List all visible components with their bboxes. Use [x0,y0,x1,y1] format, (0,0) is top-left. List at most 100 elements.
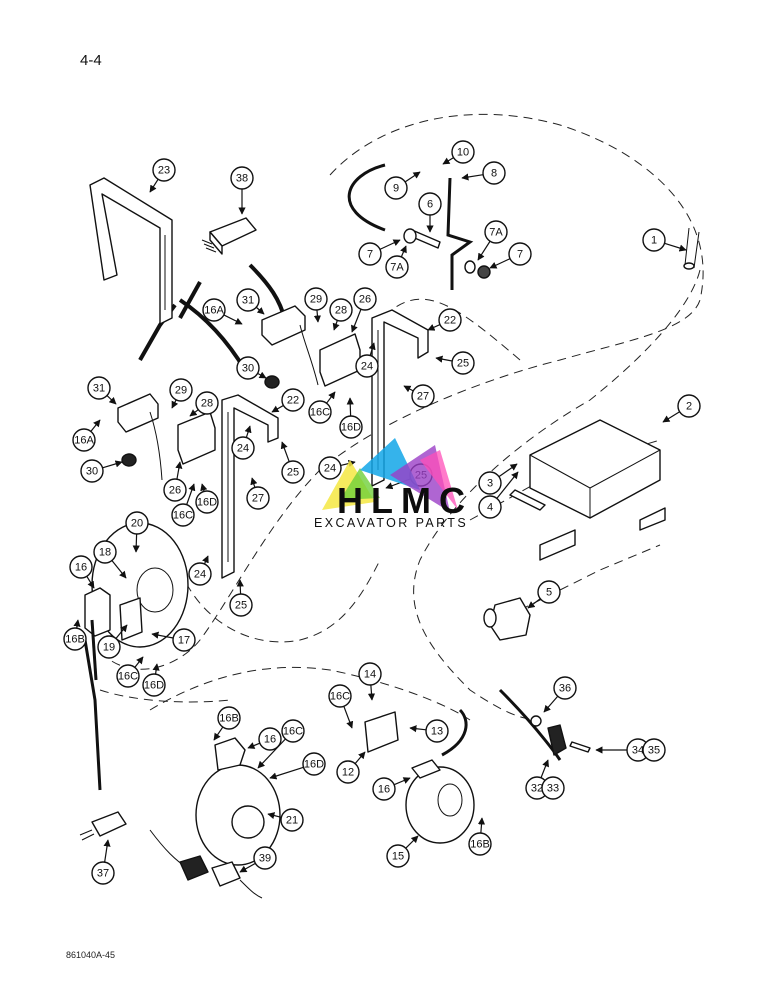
callout-leader-arrow [239,862,256,873]
callout-circle [80,459,104,483]
callout-label: 17 [178,635,190,647]
callout-c16b: 16 [247,727,282,751]
callout-c27a: 27 [403,384,435,408]
callout-leader-arrow [340,460,356,468]
callout-leader-arrow [152,663,160,675]
callout-leader-arrow [368,342,376,356]
part-12-plate [364,711,399,753]
callout-circle [451,140,475,164]
callout-c30a: 30 [236,356,267,380]
callout-label: 23 [158,165,170,177]
callout-leader-arrow [461,173,484,181]
callout-c39: 39 [239,846,277,873]
callout-label: 25 [235,600,247,612]
callout-leader-arrow [442,157,454,165]
callout-c16Cd: 16C [171,483,196,527]
callout-c22a: 22 [427,308,462,332]
callout-label: 29 [310,294,322,306]
callout-leader-arrow [404,171,421,183]
callout-label: 27 [252,493,264,505]
callout-circle [253,846,277,870]
callout-c7b: 7 [489,242,532,269]
part-15-magnet-ring [405,708,475,844]
callout-c25a: 25 [435,351,475,375]
callout-circle [358,662,382,686]
callout-leader-arrow [367,684,376,701]
callout-circle [229,593,253,617]
callout-leader-arrow [255,306,265,315]
callout-leader-arrow [271,404,284,413]
callout-c7Aa: 7A [385,245,409,279]
callout-label: 15 [392,851,404,863]
callout-leader-arrow [134,656,144,668]
callout-circle [482,161,506,185]
callout-leader-arrow [149,178,159,193]
callout-c3: 3 [478,463,518,495]
callout-c26a: 26 [351,287,377,333]
callout-circle [236,356,260,380]
callout-leader-arrow [267,812,282,820]
callout-c17: 17 [151,628,196,652]
callout-label: 19 [103,642,115,654]
callout-leader-arrow [477,817,486,834]
callout-circle [508,242,532,266]
callout-c26b: 26 [163,461,187,502]
callout-leader-arrow [115,624,128,639]
callout-circle [541,776,565,800]
part-5-sensor [483,597,531,641]
callout-circle [425,719,449,743]
callout-label: 9 [393,183,399,195]
callout-label: 16 [75,562,87,574]
callout-label: 7A [390,262,404,274]
callout-circle [195,391,219,415]
callout-leader-arrow [489,258,511,269]
callout-c35: 35 [642,738,666,762]
callout-circle [97,635,121,659]
callout-c38: 38 [230,166,254,215]
callout-label: 29 [175,385,187,397]
callout-c24d: 24 [188,555,212,586]
callout-circle [308,400,332,424]
callout-c33: 33 [541,776,565,800]
callout-label: 14 [364,669,376,681]
callout-circle [451,351,475,375]
callout-c16Ab: 16A [72,419,101,452]
callout-c7a: 7 [358,239,401,266]
callout-circle [372,777,396,801]
callout-c9: 9 [384,171,421,200]
callout-c19: 19 [97,624,128,659]
callout-circle [202,298,226,322]
callout-c16Ca: 16C [257,719,305,769]
callout-c37: 37 [91,839,115,885]
callout-label: 16 [378,784,390,796]
callout-label: 37 [97,868,109,880]
callout-circle [358,242,382,266]
callout-label: 13 [431,726,443,738]
callout-c2: 2 [662,394,701,423]
callout-c16Aa: 16A [202,298,243,325]
callout-circle [87,376,111,400]
callout-c24c: 24 [318,456,356,480]
callout-circle [116,664,140,688]
callout-circle [93,540,117,564]
callout-c5: 5 [527,580,561,609]
callout-label: 5 [546,587,552,599]
callout-leader-arrow [186,483,196,505]
callout-c13: 13 [409,719,449,743]
callout-label: 16C [283,726,303,738]
part-26-plate-lower [177,411,216,465]
callout-leader-arrow [90,419,101,432]
callout-leader-arrow [540,759,549,778]
callout-leader-arrow [354,751,366,765]
callout-label: 20 [131,518,143,530]
part-37-connector [79,811,127,841]
callout-circle [195,490,219,514]
callout-c28b: 28 [189,391,219,417]
callout-label: 18 [99,547,111,559]
callout-circle [142,673,166,697]
callout-label: 21 [286,815,298,827]
callout-circle [236,288,260,312]
callout-c24a: 24 [355,342,379,378]
callout-label: 1 [651,235,657,247]
part-23-bracket [89,177,173,325]
